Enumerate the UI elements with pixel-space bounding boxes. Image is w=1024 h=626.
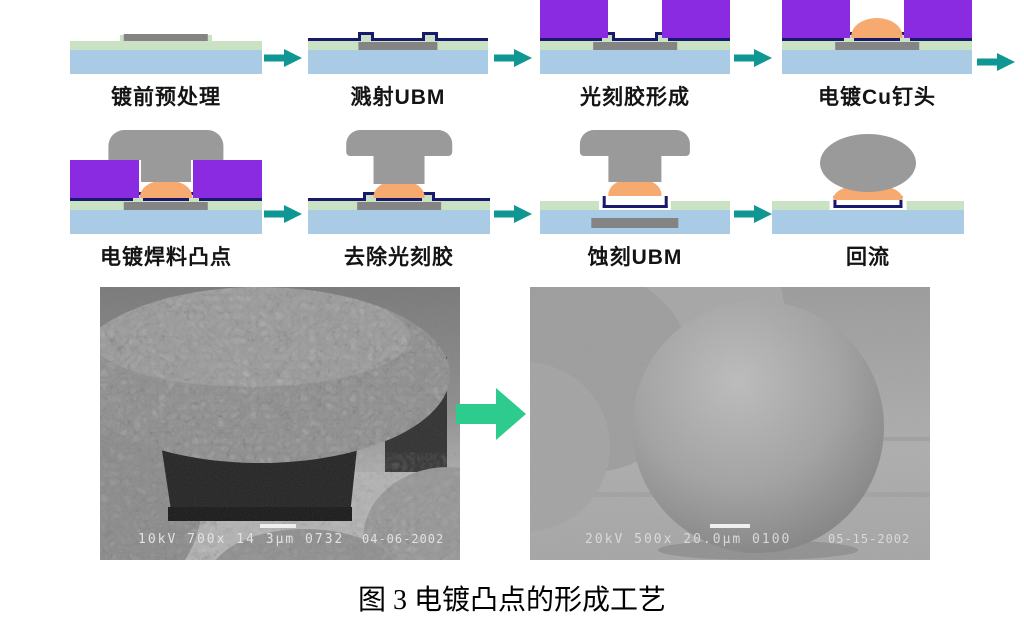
- right-arrow-icon: [494, 204, 532, 224]
- photoresist-block: [903, 0, 972, 38]
- sem-photo-reflowed-ball: 20kV 500x 20.0μm 0100 05-15-2002: [530, 287, 930, 560]
- substrate-layer: [308, 50, 488, 74]
- substrate-layer: [772, 210, 964, 234]
- substrate-layer: [540, 50, 730, 74]
- metal-pad: [593, 42, 677, 50]
- step-sputter-ubm: 溅射UBM: [308, 8, 488, 111]
- solder-cap: [346, 130, 452, 156]
- step-label: 回流: [846, 246, 890, 269]
- step-plate-solder-bump: 电镀焊料凸点: [70, 130, 262, 271]
- ubm-layer: [308, 38, 488, 41]
- step-label: 电镀Cu钉头: [818, 86, 936, 109]
- copper-stud: [140, 180, 192, 198]
- solder-stem: [373, 154, 425, 184]
- sem-meta-text: 10kV 700x 14 3μm 0732: [138, 532, 344, 547]
- step-strip-photoresist: 去除光刻胶: [308, 130, 490, 271]
- step-diagram-pretreatment: [70, 8, 262, 74]
- solder-cap: [108, 130, 224, 160]
- step-plate-cu-stud: 电镀Cu钉头: [782, 0, 972, 111]
- photoresist-block: [540, 0, 609, 38]
- passivation-layer: [70, 41, 262, 50]
- substrate-layer: [70, 50, 262, 74]
- ubm-remnant: [833, 196, 903, 208]
- transform-arrow-icon: [452, 383, 528, 445]
- photoresist-block: [192, 160, 262, 198]
- photoresist-block: [782, 0, 851, 38]
- right-arrow-icon: [734, 48, 772, 68]
- ubm-layer: [540, 38, 730, 41]
- solder-cap: [579, 130, 691, 156]
- sem-photo-plated-bump: 10kV 700x 14 3μm 0732 04-06-2002: [100, 287, 460, 560]
- step-diagram-etch-ubm: [540, 130, 730, 234]
- copper-stud: [373, 180, 425, 198]
- copper-stud: [851, 18, 903, 38]
- metal-pad: [123, 34, 209, 41]
- metal-pad: [357, 202, 441, 210]
- solder-stem: [608, 154, 662, 182]
- step-reflow: 回流: [772, 130, 964, 271]
- step-label: 光刻胶形成: [580, 86, 690, 109]
- scale-bar: [260, 524, 296, 528]
- solder-stem: [141, 158, 191, 182]
- right-arrow-icon: [494, 48, 532, 68]
- step-diagram-sputter-ubm: [308, 8, 488, 74]
- right-arrow-icon: [264, 204, 302, 224]
- step-diagram-strip-photoresist: [308, 130, 490, 234]
- ubm-remnant: [602, 196, 668, 208]
- sem-date-text: 05-15-2002: [828, 532, 910, 546]
- metal-pad: [123, 202, 209, 210]
- step-label: 电镀焊料凸点: [100, 246, 232, 269]
- substrate-layer: [70, 210, 262, 234]
- right-arrow-icon: [734, 204, 772, 224]
- right-arrow-icon: [977, 52, 1015, 72]
- ubm-layer: [782, 38, 972, 41]
- step-label: 镀前预处理: [111, 86, 221, 109]
- scale-bar: [710, 524, 750, 528]
- step-label: 溅射UBM: [350, 86, 446, 109]
- copper-stud: [608, 178, 662, 196]
- step-diagram-plate-cu-stud: [782, 0, 972, 74]
- sem-meta-text: 20kV 500x 20.0μm 0100: [585, 532, 791, 547]
- ubm-bump: [421, 32, 438, 41]
- photoresist-block: [70, 160, 140, 198]
- step-photoresist: 光刻胶形成: [540, 0, 730, 111]
- substrate-layer: [782, 50, 972, 74]
- ubm-layer: [308, 198, 490, 201]
- figure-caption: 图 3 电镀凸点的形成工艺: [357, 585, 666, 616]
- step-label: 去除光刻胶: [344, 246, 454, 269]
- step-pretreatment: 镀前预处理: [70, 8, 262, 111]
- metal-pad: [591, 218, 679, 228]
- solder-ball: [820, 134, 916, 192]
- substrate-layer: [308, 210, 490, 234]
- photoresist-block: [661, 0, 730, 38]
- metal-pad: [835, 42, 919, 50]
- ubm-layer: [70, 198, 262, 201]
- metal-pad: [358, 42, 438, 50]
- step-label: 蚀刻UBM: [587, 246, 683, 269]
- step-diagram-plate-solder-bump: [70, 130, 262, 234]
- step-diagram-reflow: [772, 130, 964, 234]
- sem-date-text: 04-06-2002: [362, 532, 444, 546]
- right-arrow-icon: [264, 48, 302, 68]
- step-diagram-photoresist: [540, 0, 730, 74]
- ubm-bump: [358, 32, 375, 41]
- step-etch-ubm: 蚀刻UBM: [540, 130, 730, 271]
